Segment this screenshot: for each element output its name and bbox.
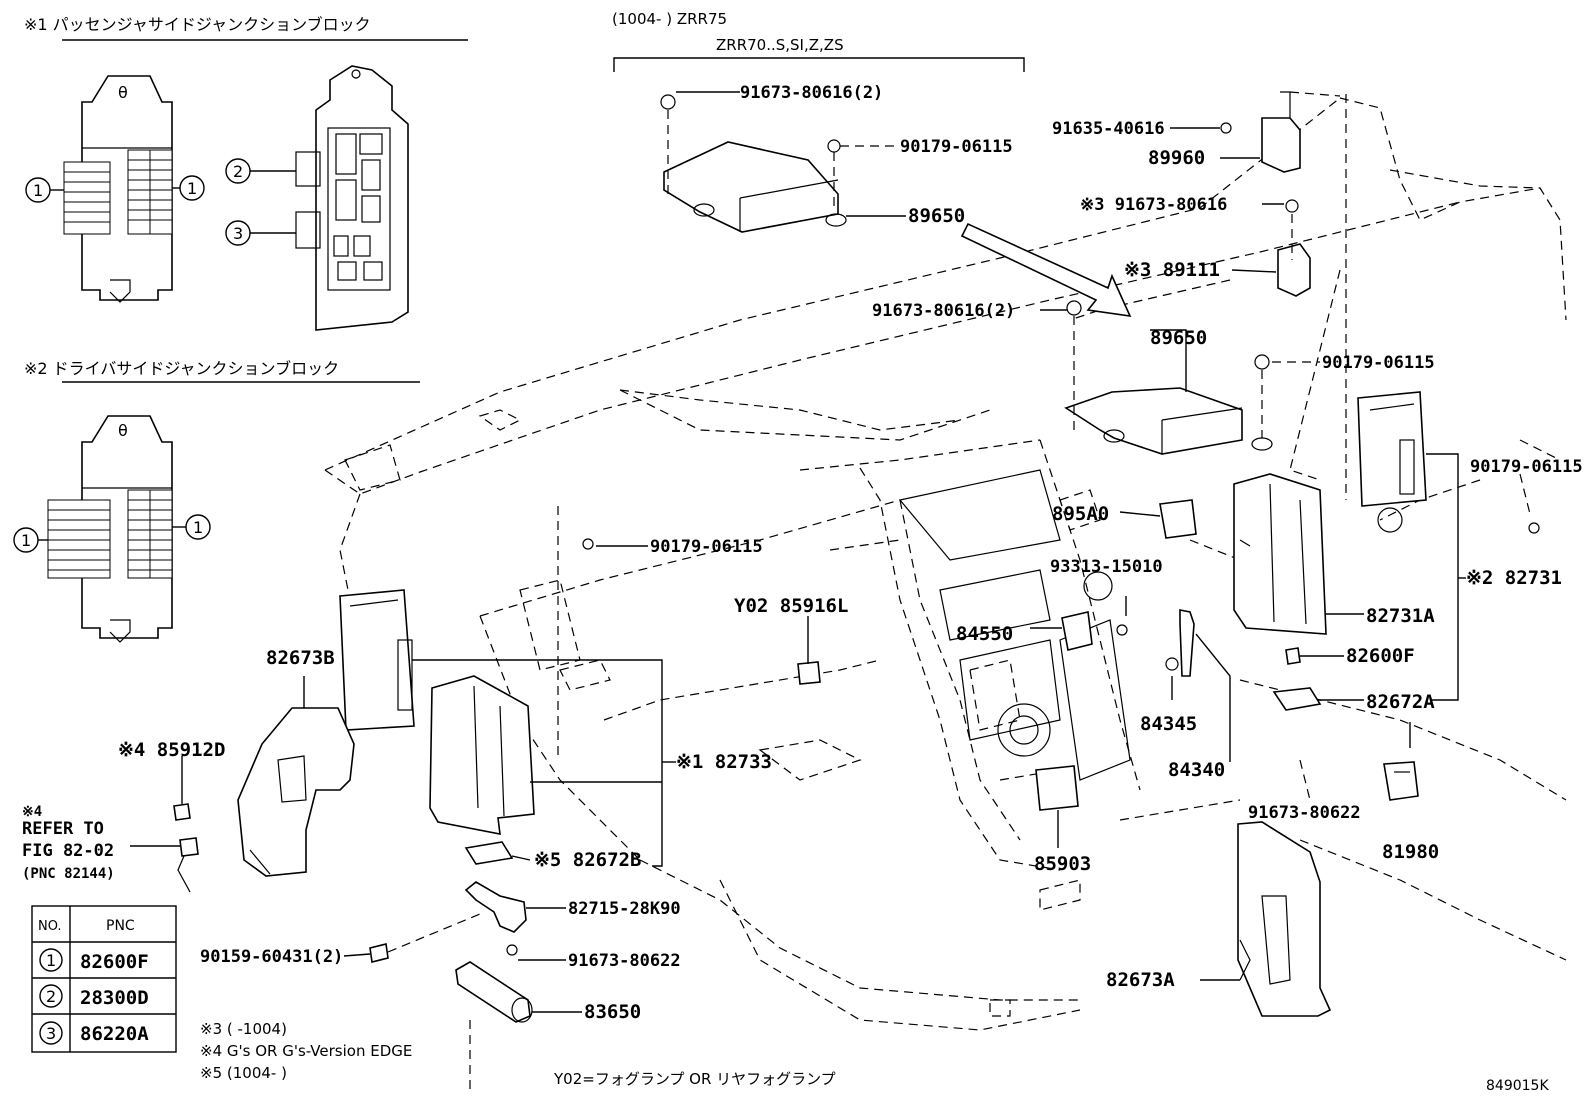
table-col-pnc: PNC [106, 918, 135, 934]
pnc-table: NO. PNC 1 82600F 2 28300D 3 86220A [31, 905, 177, 1053]
driver-junction-block-front: θ [47, 415, 173, 643]
refer-line2: FIG 82-02 [22, 841, 114, 861]
label-91673-80616-2-top: 91673-80616(2) [740, 83, 883, 103]
part-85916L [797, 661, 821, 685]
label-91673-80622-right: 91673-80622 [1248, 803, 1361, 823]
label-84345: 84345 [1140, 713, 1197, 735]
table-col-no: NO. [38, 919, 62, 934]
label-93313-15010: 93313-15010 [1050, 557, 1163, 577]
part-81980 [1383, 761, 1419, 801]
header-passenger-junction-block: ※1 パッセンジャサイドジャンクションブロック [24, 15, 371, 34]
part-84340 [1165, 609, 1195, 677]
label-x2-82731: ※2 82731 [1466, 567, 1562, 589]
refer-x4: ※4 [22, 804, 42, 820]
note-3: ※3 ( -1004) [200, 1020, 287, 1038]
passenger-junction-block-front: θ [63, 75, 173, 303]
label-895A0: 895A0 [1052, 503, 1109, 525]
table-row-3-no: 3 [46, 1024, 56, 1043]
label-90179-06115-left: 90179-06115 [650, 537, 763, 557]
label-x3-89111: ※3 89111 [1124, 259, 1220, 281]
part-895A0 [1159, 499, 1197, 539]
label-81980: 81980 [1382, 841, 1439, 863]
part-82733-ecu [339, 538, 594, 835]
part-89111 [1277, 199, 1311, 297]
note-5: ※5 (1004- ) [200, 1064, 287, 1082]
label-x5-82672B: ※5 82672B [534, 849, 641, 871]
label-84340: 84340 [1168, 759, 1225, 781]
direction-arrow [960, 222, 1132, 317]
table-row-2-no: 2 [46, 987, 56, 1006]
label-89650-top: 89650 [908, 205, 965, 227]
label-83650: 83650 [584, 1001, 641, 1023]
part-82672B [464, 841, 514, 865]
model-sub: ZRR70..S,SI,Z,ZS [716, 36, 844, 54]
label-82731A: 82731A [1366, 605, 1435, 627]
model-range: (1004- ) ZRR75 [612, 10, 727, 28]
label-82672A: 82672A [1366, 691, 1435, 713]
label-82673B: 82673B [266, 647, 335, 669]
part-89960 [1220, 91, 1301, 173]
callout-1-driver-right: 1 [193, 518, 203, 537]
part-82715-28K90 [464, 881, 527, 956]
center-console [898, 469, 1403, 781]
callout-3: 3 [233, 224, 243, 243]
label-91673-80622-left: 91673-80622 [568, 951, 681, 971]
part-84550 [1061, 611, 1128, 651]
table-row-3-pnc: 86220A [80, 1023, 149, 1045]
label-82600F: 82600F [1346, 645, 1415, 667]
part-85912D [173, 803, 199, 893]
dashboard-outline [324, 97, 1567, 1031]
svg-text:θ: θ [118, 421, 128, 440]
callout-2: 2 [233, 162, 243, 181]
callout-1-right: 1 [187, 179, 197, 198]
header-driver-junction-block: ※2 ドライバサイドジャンクションブロック [24, 359, 339, 378]
part-82600F [1285, 647, 1301, 665]
label-90159-60431-2: 90159-60431(2) [200, 947, 343, 967]
part-82673B-bracket [237, 707, 355, 877]
note-4: ※4 G's OR G's-Version EDGE [200, 1042, 412, 1060]
label-x1-82733: ※1 82733 [676, 751, 772, 773]
part-82672A [1272, 687, 1322, 711]
label-90179-06115-right: 90179-06115 [1470, 457, 1583, 477]
callout-1-left: 1 [33, 181, 43, 200]
label-85903: 85903 [1034, 853, 1091, 875]
refer-line3: (PNC 82144) [22, 866, 115, 882]
passenger-junction-block-side [295, 65, 409, 331]
part-82673A-bracket [1237, 821, 1332, 1017]
table-row-2-pnc: 28300D [80, 987, 149, 1009]
label-x4-85912D: ※4 85912D [118, 739, 225, 761]
refer-line1: REFER TO [22, 819, 104, 839]
label-91635-40616: 91635-40616 [1052, 119, 1165, 139]
label-89960: 89960 [1148, 147, 1205, 169]
label-x3-91673-80616: ※3 91673-80616 [1080, 195, 1227, 215]
label-90179-06115-top: 90179-06115 [900, 137, 1013, 157]
callout-1-driver-left: 1 [21, 531, 31, 550]
leader-lines [303, 91, 1531, 1013]
label-82673A: 82673A [1106, 969, 1175, 991]
label-90179-06115-mid: 90179-06115 [1322, 353, 1435, 373]
label-Y02-85916L: Y02 85916L [734, 595, 848, 617]
figure-id: 849015K [1486, 1078, 1549, 1094]
table-row-1-no: 1 [46, 951, 56, 970]
part-82731A [1233, 473, 1327, 635]
label-89650-mid: 89650 [1150, 327, 1207, 349]
label-84550: 84550 [956, 623, 1013, 645]
airbag-sensor-mid [1064, 300, 1273, 455]
note-y02: Y02=フォグランプ OR リヤフォグランプ [553, 1070, 836, 1088]
bolt-90159 [369, 943, 389, 963]
label-91673-80616-2-mid: 91673-80616(2) [872, 301, 1015, 321]
part-82731-ecu [1357, 391, 1540, 534]
svg-text:θ: θ [118, 83, 128, 102]
label-82715-28K90: 82715-28K90 [568, 899, 681, 919]
part-85903 [1035, 765, 1079, 811]
part-83650 [455, 961, 533, 1023]
airbag-sensor-top [660, 94, 847, 233]
table-row-1-pnc: 82600F [80, 951, 149, 973]
